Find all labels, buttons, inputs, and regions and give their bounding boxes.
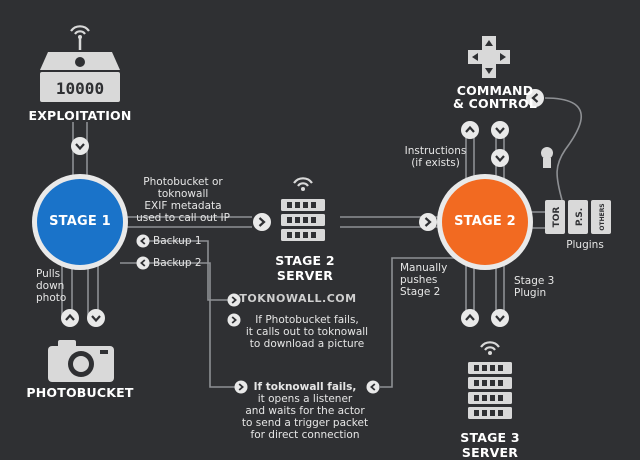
tk-fails-line1: If toknowall fails, bbox=[253, 381, 357, 393]
stage3-plugin-text: Stage 3 Plugin bbox=[514, 275, 554, 299]
pb-fails-line2: it calls out to toknowall bbox=[245, 326, 369, 338]
exploitation-device-icon bbox=[40, 25, 120, 102]
instructions-text: Instructions (if exists) bbox=[398, 145, 473, 169]
exploitation-label: EXPLOITATION bbox=[28, 108, 132, 123]
stage1-node bbox=[32, 174, 128, 270]
plugin-ps: P.S. bbox=[575, 208, 585, 226]
stage3-server-label: STAGE 3 SERVER bbox=[460, 430, 520, 460]
stage1-label: STAGE 1 bbox=[49, 214, 111, 229]
plugins-label: Plugins bbox=[566, 239, 604, 251]
toknowall-label: TOKNOWALL.COM bbox=[239, 292, 357, 305]
plugins-block bbox=[541, 147, 611, 234]
command-control-line2: & CONTROL bbox=[452, 96, 538, 111]
stage3-server-icon bbox=[468, 341, 512, 419]
pulls-line3: photo bbox=[36, 292, 67, 304]
photobucket-label: PHOTOBUCKET bbox=[26, 385, 134, 400]
photobucket-fails-text: If Photobucket fails, it calls out to to… bbox=[232, 314, 382, 350]
manually-line1: Manually bbox=[400, 262, 448, 274]
backup1-label: Backup 1 bbox=[153, 235, 202, 247]
dpad-icon bbox=[468, 36, 510, 78]
exploitation-counter: 10000 bbox=[56, 79, 104, 98]
plugin-others: OTHERS bbox=[599, 203, 606, 230]
manually-line2: pushes bbox=[400, 274, 438, 286]
manually-line3: Stage 2 bbox=[400, 286, 441, 298]
pulls-line2: down bbox=[36, 280, 65, 292]
exif-line3: used to call out IP bbox=[136, 212, 230, 224]
stage2-node bbox=[437, 174, 533, 270]
toknowall-fails-text: If toknowall fails, it opens a listener … bbox=[235, 381, 375, 441]
pulls-down-photo-text: Pulls down photo bbox=[36, 268, 66, 304]
pulls-line1: Pulls bbox=[36, 268, 61, 280]
tk-fails-line4: to send a trigger packet bbox=[241, 417, 369, 429]
photobucket-exif-text: Photobucket or toknowall EXIF metadata u… bbox=[118, 176, 248, 224]
stage3-plugin-line1: Stage 3 bbox=[514, 275, 555, 287]
diagram-canvas: 10000 bbox=[32, 25, 611, 419]
stage2-server-label: STAGE 2 SERVER bbox=[275, 253, 335, 283]
stage2-server-icon bbox=[281, 177, 325, 241]
stage2-label: STAGE 2 bbox=[454, 214, 516, 229]
command-control-label: COMMAND & CONTROL bbox=[435, 84, 555, 110]
exif-line2: EXIF metadata bbox=[144, 200, 222, 212]
instructions-line1: Instructions bbox=[404, 145, 467, 157]
tk-fails-line2: it opens a listener bbox=[257, 393, 353, 405]
command-control-line1: COMMAND bbox=[456, 83, 534, 98]
tk-fails-line3: and waits for the actor bbox=[245, 405, 365, 417]
pb-fails-line3: to download a picture bbox=[249, 338, 365, 350]
plugin-tor: TOR bbox=[552, 207, 562, 228]
backup2-label: Backup 2 bbox=[153, 257, 202, 269]
exif-line1: Photobucket or toknowall bbox=[143, 176, 223, 200]
stage3-plugin-line2: Plugin bbox=[514, 287, 547, 299]
pb-fails-line1: If Photobucket fails, bbox=[255, 314, 359, 326]
tk-fails-line5: for direct connection bbox=[250, 429, 360, 441]
instructions-line2: (if exists) bbox=[411, 157, 460, 169]
manually-pushes-text: Manually pushes Stage 2 bbox=[400, 262, 447, 298]
camera-icon bbox=[48, 340, 114, 382]
